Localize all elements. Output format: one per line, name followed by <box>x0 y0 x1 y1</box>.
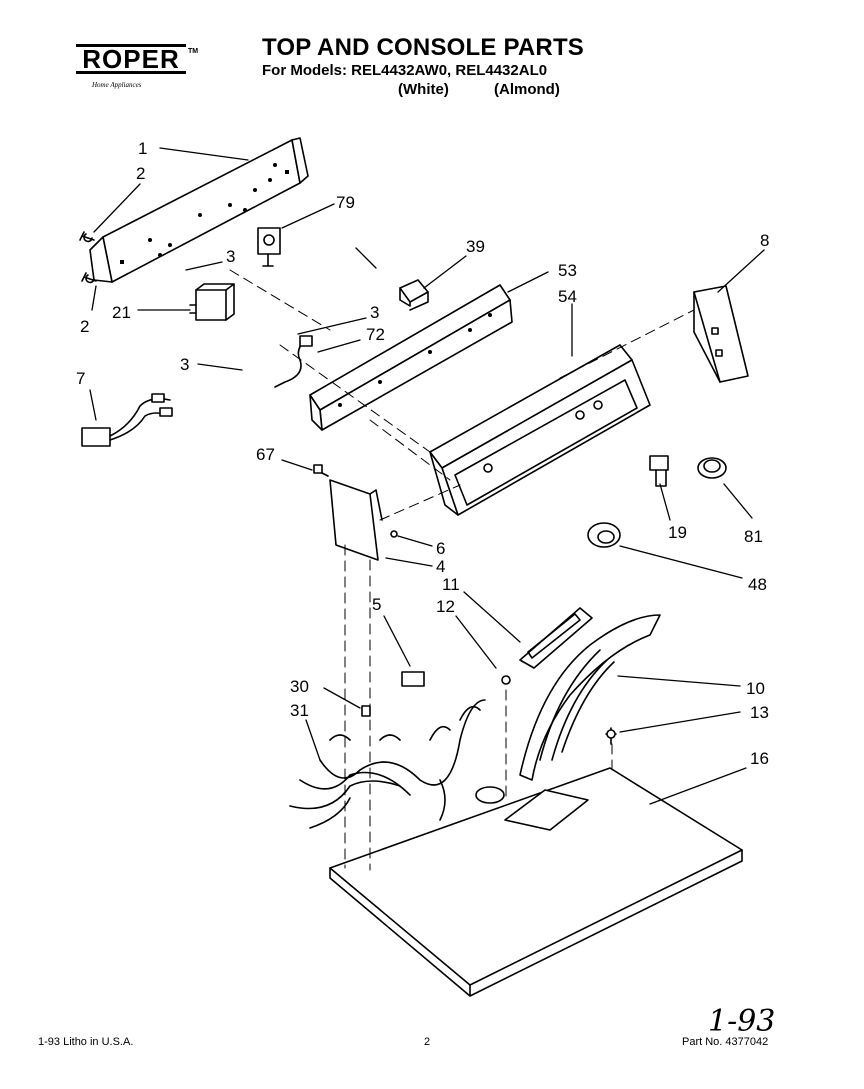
callout-79: 79 <box>336 193 355 212</box>
page-number: 2 <box>424 1036 431 1048</box>
part-lint-bracket <box>501 607 593 685</box>
callout-2-bottom: 2 <box>80 317 89 336</box>
callout-81: 81 <box>744 527 763 546</box>
part-connector <box>401 671 425 687</box>
callout-7: 7 <box>76 369 85 388</box>
callout-67: 67 <box>256 445 275 464</box>
callout-54: 54 <box>558 287 577 306</box>
callout-21: 21 <box>112 303 131 322</box>
model-list: For Models: REL4432AW0, REL4432AL0 <box>262 62 548 79</box>
roper-logo: ROPER TM Home Appliances <box>76 36 198 96</box>
part-knob <box>697 457 727 479</box>
part-switch <box>257 227 281 267</box>
callout-1: 1 <box>138 139 147 158</box>
callout-3-b: 3 <box>370 303 379 322</box>
callout-48: 48 <box>748 575 767 594</box>
footer-print-info: 1-93 Litho in U.S.A. <box>38 1036 134 1048</box>
callout-31: 31 <box>290 701 309 720</box>
callout-30: 30 <box>290 677 309 696</box>
variant-white-label: (White) <box>398 81 449 98</box>
part-wire <box>274 335 313 388</box>
part-wiring-harness <box>289 699 486 829</box>
part-clip <box>361 705 371 717</box>
callout-4: 4 <box>436 557 445 576</box>
variant-almond-label: (Almond) <box>494 81 560 98</box>
part-harness-plug <box>81 393 173 447</box>
part-relay <box>189 283 235 321</box>
callout-3-c: 3 <box>180 355 189 374</box>
callout-3-a: 3 <box>226 247 235 266</box>
part-control-bracket <box>89 137 309 283</box>
part-top-panel <box>329 767 743 997</box>
part-selector-knob <box>587 522 621 548</box>
callout-72: 72 <box>366 325 385 344</box>
part-console-rail <box>309 284 513 431</box>
callout-11: 11 <box>442 575 460 594</box>
roper-logo-mark: ROPER <box>76 44 186 74</box>
callout-2-top: 2 <box>136 164 145 183</box>
callout-5: 5 <box>372 595 381 614</box>
part-screw-13 <box>605 727 617 745</box>
part-screw <box>79 231 97 284</box>
callout-19: 19 <box>668 523 687 542</box>
callout-53: 53 <box>558 261 577 280</box>
part-block <box>399 279 429 311</box>
trademark-mark: TM <box>188 48 199 55</box>
callout-13: 13 <box>750 703 769 722</box>
part-lint-duct <box>519 614 661 781</box>
brand-wordmark: ROPER <box>82 44 179 74</box>
part-number: Part No. 4377042 <box>682 1036 769 1048</box>
part-console-panel <box>429 344 651 516</box>
brand-tagline: Home Appliances <box>92 81 142 89</box>
page-title: TOP AND CONSOLE PARTS <box>262 34 585 61</box>
callout-12: 12 <box>436 597 455 616</box>
callout-10: 10 <box>746 679 765 698</box>
handwritten-date: 1-93 <box>708 1004 776 1039</box>
part-bracket-plate <box>313 464 398 561</box>
part-end-cap <box>693 285 749 383</box>
callout-8: 8 <box>760 231 769 250</box>
part-knob-shaft <box>649 455 669 487</box>
callout-39: 39 <box>466 237 485 256</box>
callout-6: 6 <box>436 539 445 558</box>
callout-16: 16 <box>750 749 769 768</box>
